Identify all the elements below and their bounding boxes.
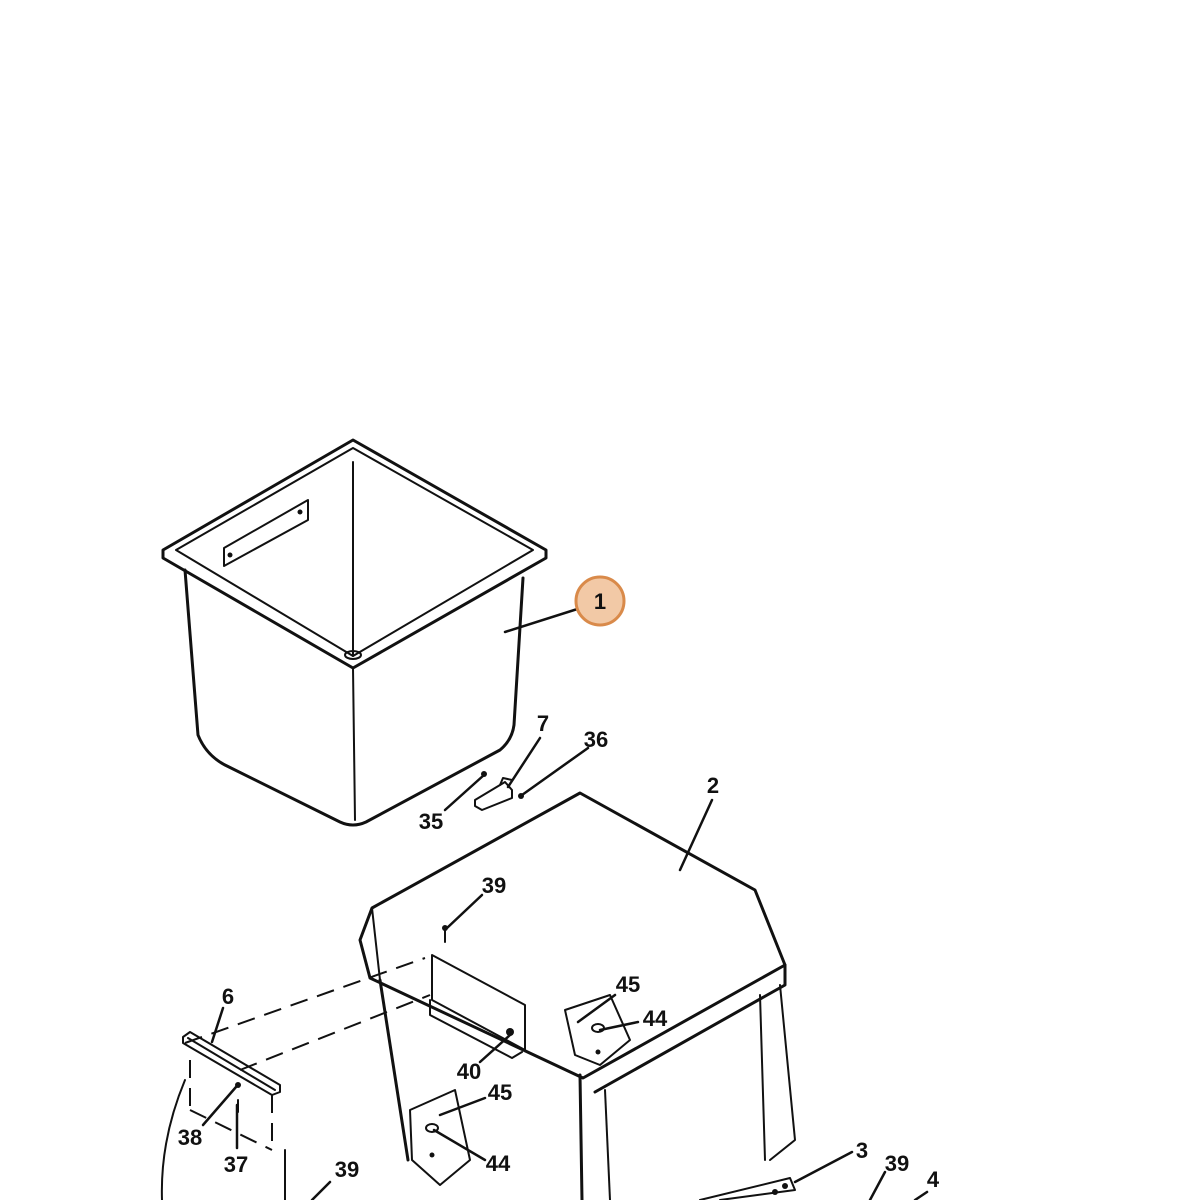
leader-45b [438,1096,487,1117]
part-2-housing [358,791,796,1200]
leader-39b [310,1180,332,1200]
callout-2[interactable]: 2 [707,773,719,798]
leader-4 [913,1190,929,1200]
leader-39c [868,1170,887,1200]
leader-2 [678,798,714,872]
part-3-hinge [699,1177,796,1200]
callout-36[interactable]: 36 [584,727,608,752]
leader-39a [445,893,484,930]
callout-7[interactable]: 7 [537,711,549,736]
callout-40[interactable]: 40 [457,1059,481,1084]
callout-39-bottom-left[interactable]: 39 [335,1157,359,1182]
part-6-bracket [160,957,431,1200]
callout-3[interactable]: 3 [856,1138,868,1163]
callout-37[interactable]: 37 [224,1152,248,1177]
leader-lines [201,603,929,1200]
highlight-circle-1[interactable] [574,575,626,627]
leader-7 [506,736,542,789]
leader-44b [432,1128,487,1162]
callout-45-upper[interactable]: 45 [616,972,640,997]
callout-4[interactable]: 4 [927,1167,940,1192]
callout-39-bottom-right[interactable]: 39 [885,1151,909,1176]
leader-1 [503,603,592,634]
callout-44-upper[interactable]: 44 [643,1006,668,1031]
callout-35[interactable]: 35 [419,809,443,834]
leader-36 [520,746,590,797]
leader-38 [201,1085,238,1127]
leader-40 [478,1033,512,1064]
leader-6 [210,1006,225,1044]
callout-6[interactable]: 6 [222,984,234,1009]
leader-3 [793,1150,854,1184]
callout-38[interactable]: 38 [178,1125,202,1150]
leader-45a [576,993,617,1024]
leader-44a [598,1020,640,1032]
callout-labels: 1 2 3 4 6 7 35 36 37 38 39 39 39 40 44 4… [178,589,940,1192]
callout-44-lower[interactable]: 44 [486,1151,511,1176]
callout-45-lower[interactable]: 45 [488,1080,512,1105]
leader-35 [443,773,486,812]
callout-1[interactable]: 1 [594,589,606,614]
part-1-bin [161,438,548,827]
callout-39-top[interactable]: 39 [482,873,506,898]
